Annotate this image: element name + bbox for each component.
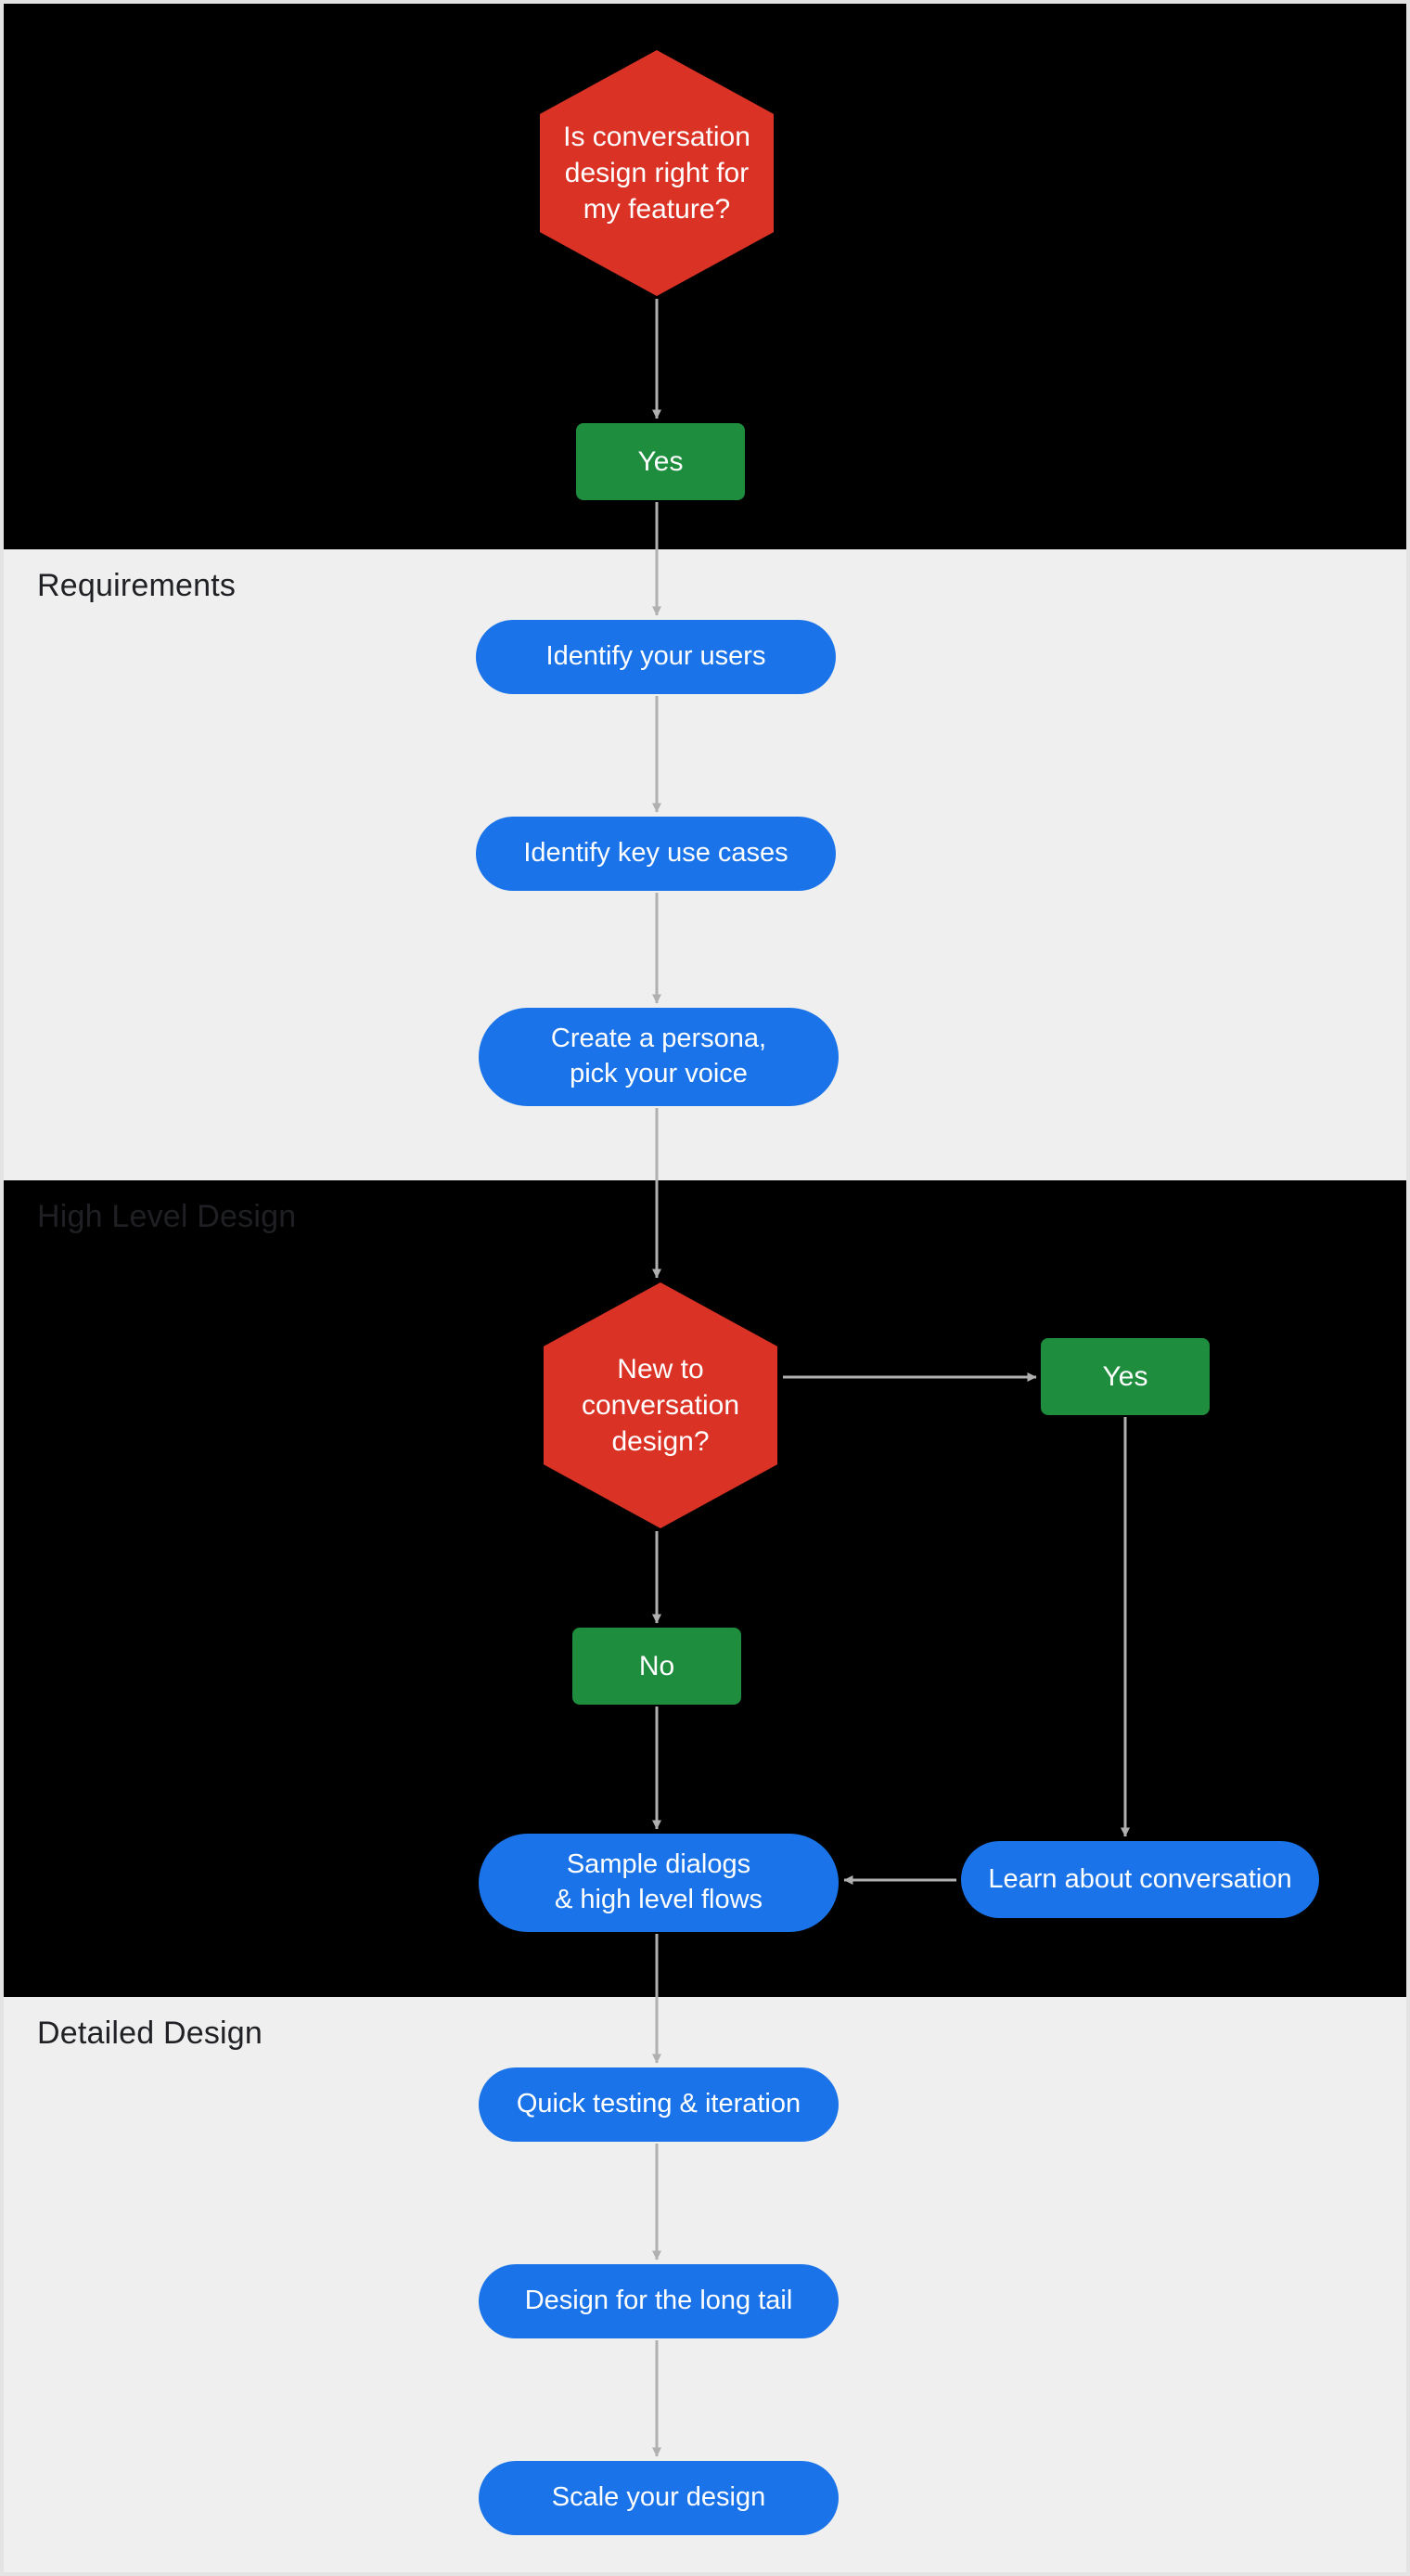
node-label: Design for the long tail <box>524 2286 793 2316</box>
node-label: Identify key use cases <box>523 838 788 869</box>
section-label-detailed-design: Detailed Design <box>37 2016 263 2051</box>
step-scale-your-design[interactable]: Scale your design <box>479 2461 839 2535</box>
section-label-requirements: Requirements <box>37 568 237 603</box>
section-label-high-level-design: High Level Design <box>37 1199 297 1234</box>
node-label: New to conversation design? <box>581 1354 740 1457</box>
step-identify-key-use-cases[interactable]: Identify key use cases <box>476 817 836 891</box>
step-sample-dialogs-and-high-level-flows[interactable]: Sample dialogs & high level flows <box>479 1834 839 1932</box>
step-create-a-persona-pick-your-voice[interactable]: Create a persona, pick your voice <box>479 1008 839 1106</box>
node-label: Identify your users <box>545 641 766 672</box>
step-quick-testing-and-iteration[interactable]: Quick testing & iteration <box>479 2067 839 2142</box>
step-identify-your-users[interactable]: Identify your users <box>476 620 836 694</box>
node-label: Create a persona, pick your voice <box>550 1024 767 1088</box>
step-design-for-the-long-tail[interactable]: Design for the long tail <box>479 2264 839 2338</box>
step-learn-about-conversation[interactable]: Learn about conversation <box>961 1841 1319 1918</box>
node-label: Is conversation design right for my feat… <box>563 122 750 225</box>
node-label: Sample dialogs & high level flows <box>554 1849 763 1914</box>
answer-yes-high-level[interactable]: Yes <box>1041 1338 1210 1415</box>
node-label: Yes <box>1102 1361 1148 1392</box>
node-label: Scale your design <box>551 2482 766 2513</box>
node-label: Learn about conversation <box>988 1863 1292 1894</box>
answer-yes-top[interactable]: Yes <box>576 423 745 500</box>
answer-no-high-level[interactable]: No <box>572 1628 741 1705</box>
node-label: Quick testing & iteration <box>516 2089 801 2119</box>
node-label: No <box>638 1651 675 1681</box>
node-label: Yes <box>637 446 684 477</box>
